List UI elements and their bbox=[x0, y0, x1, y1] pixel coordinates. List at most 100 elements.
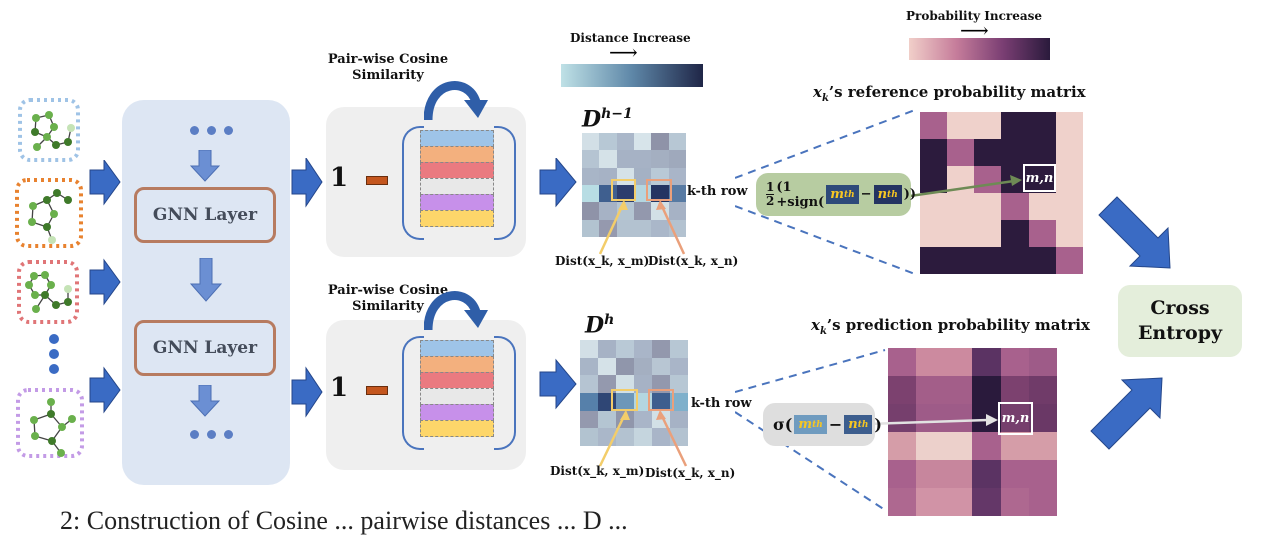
distance-prev-cell bbox=[668, 185, 686, 203]
gnn-layer-1: GNN Layer bbox=[134, 187, 276, 243]
distance-legend-title: Distance Increase bbox=[570, 31, 691, 45]
formula-minus: − bbox=[828, 415, 843, 434]
pointer-arrows-top bbox=[598, 200, 686, 255]
cosine-title-line2: Similarity bbox=[352, 299, 424, 314]
reference-cell bbox=[947, 247, 975, 274]
embedding-stripe bbox=[420, 340, 494, 357]
distance-legend-arrow-icon: ⟶ bbox=[609, 40, 638, 64]
formula-suffix: )) bbox=[903, 187, 917, 202]
embedding-stripe bbox=[420, 420, 494, 437]
formula-minus: − bbox=[860, 187, 872, 202]
reference-matrix-title: xk’s reference probability matrix bbox=[813, 83, 1086, 104]
reference-cell bbox=[920, 139, 948, 166]
distance-prev-cell bbox=[582, 185, 600, 203]
distance-prev-cell bbox=[582, 133, 600, 151]
prediction-cell bbox=[888, 488, 917, 516]
distance-curr-cell bbox=[580, 410, 598, 429]
distance-curr-cell bbox=[616, 392, 634, 411]
right-arrow-icon bbox=[291, 366, 323, 418]
prediction-cell bbox=[1028, 460, 1057, 488]
distance-curr-cell bbox=[580, 340, 598, 358]
distance-curr-cell bbox=[616, 340, 634, 358]
graph-n-icon bbox=[16, 388, 84, 458]
reference-cell bbox=[1055, 139, 1083, 166]
probability-legend-title: Probability Increase bbox=[906, 9, 1043, 23]
distance-prev-cell bbox=[651, 133, 669, 151]
distance-matrix-prev bbox=[582, 133, 686, 237]
figure-caption: 2: Construction of Cosine ... pairwise d… bbox=[60, 506, 628, 535]
down-arrow-icon bbox=[190, 385, 220, 417]
reference-cell bbox=[1001, 139, 1029, 166]
distance-curr-cell bbox=[652, 375, 670, 393]
mn-cell-prediction: m,n bbox=[998, 402, 1033, 435]
prediction-cell bbox=[916, 460, 945, 488]
prediction-cell bbox=[916, 376, 945, 404]
distance-curr-cell bbox=[634, 340, 652, 358]
reference-cell bbox=[1028, 247, 1056, 274]
cosine-title-line1: Pair-wise Cosine bbox=[327, 52, 449, 67]
reference-cell bbox=[1001, 112, 1029, 139]
dist-m-label-bottom: Dist(x_k, x_m) bbox=[550, 464, 645, 478]
right-arrow-icon bbox=[539, 358, 577, 410]
reference-cell bbox=[1001, 220, 1029, 247]
reference-cell bbox=[974, 139, 1002, 166]
distance-prev-cell bbox=[582, 202, 600, 220]
self-loop-arrow-icon bbox=[424, 291, 488, 330]
k-row-label-bottom: k-th row bbox=[691, 396, 752, 411]
reference-cell bbox=[974, 193, 1002, 220]
prediction-cell bbox=[972, 488, 1001, 516]
down-arrow-icon bbox=[190, 258, 222, 302]
right-arrow-icon bbox=[89, 366, 121, 414]
distance-prev-cell bbox=[616, 133, 634, 151]
embedding-stripe bbox=[420, 130, 494, 147]
prediction-cell bbox=[888, 432, 917, 460]
reference-cell bbox=[947, 193, 975, 220]
distance-curr-cell bbox=[634, 428, 652, 446]
ellipsis-top bbox=[190, 126, 233, 135]
prediction-cell bbox=[1000, 376, 1029, 404]
reference-cell bbox=[920, 112, 948, 139]
gnn-layer-1-label: GNN Layer bbox=[152, 205, 258, 225]
distance-curr-cell bbox=[670, 340, 688, 358]
reference-cell bbox=[947, 139, 975, 166]
cosine-title-bottom: Pair-wise Cosine Similarity bbox=[318, 283, 458, 315]
reference-cell bbox=[920, 247, 948, 274]
distance-curr-cell bbox=[634, 392, 652, 411]
minus-icon bbox=[366, 386, 388, 395]
embedding-stripe bbox=[420, 210, 494, 227]
distance-curr-cell bbox=[616, 428, 634, 446]
embedding-stripe bbox=[420, 388, 494, 405]
distance-prev-cell bbox=[582, 219, 600, 237]
cosine-title-top: Pair-wise Cosine Similarity bbox=[318, 52, 458, 84]
prediction-cell bbox=[916, 488, 945, 516]
diagonal-up-arrow-icon bbox=[1090, 377, 1163, 450]
distance-prev-cell bbox=[616, 150, 634, 168]
right-arrow-icon bbox=[89, 160, 121, 206]
distance-curr-cell bbox=[634, 375, 652, 393]
matrix-prev-label: Dh−1 bbox=[582, 106, 633, 133]
right-bracket bbox=[494, 126, 516, 240]
reference-cell bbox=[1055, 193, 1083, 220]
distance-prev-cell bbox=[651, 185, 669, 203]
distance-colorbar bbox=[561, 64, 703, 87]
matrix-curr-label: Dh bbox=[585, 312, 615, 339]
distance-prev-cell bbox=[668, 150, 686, 168]
graph-2-icon bbox=[15, 178, 83, 248]
distance-prev-cell bbox=[599, 133, 617, 151]
reference-cell bbox=[1028, 220, 1056, 247]
graph-icons bbox=[15, 98, 84, 458]
cosine-output-arrows bbox=[539, 158, 577, 410]
embedding-stripe bbox=[420, 146, 494, 163]
right-bracket bbox=[494, 336, 516, 450]
reference-cell bbox=[920, 193, 948, 220]
cross-entropy-box: Cross Entropy bbox=[1118, 285, 1242, 357]
prediction-cell bbox=[1000, 348, 1029, 376]
distance-prev-cell bbox=[616, 219, 634, 237]
projection-lines bbox=[735, 109, 916, 511]
prediction-cell bbox=[1000, 488, 1029, 516]
pointer-arrows-bottom bbox=[598, 410, 688, 467]
